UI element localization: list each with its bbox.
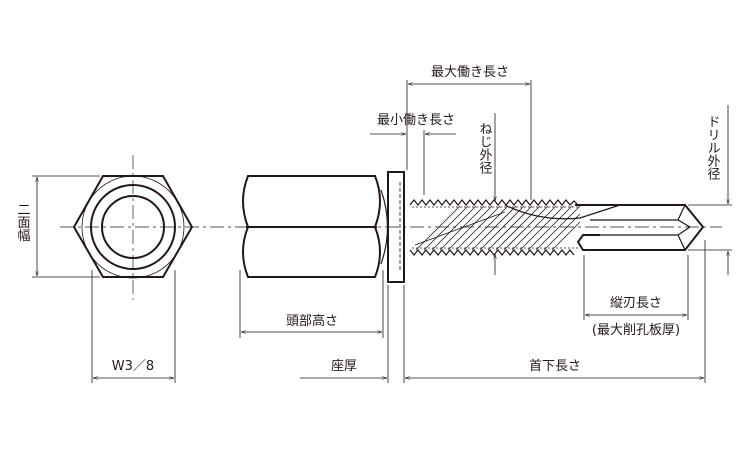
hex-front-view [72,175,194,279]
min-working-length-label: 最小働き長さ [377,113,455,128]
length-under-head-label: 首下長さ [529,359,581,374]
washer-thickness-label: 座厚 [331,359,357,374]
thread-outer-diameter-label: ねじ外径 [477,122,493,174]
width-across-flats-dimension [32,175,100,278]
drill-point [575,204,705,251]
head-height-label: 頭部高さ [286,313,338,329]
flute-length-label: 縦刃長さ [610,296,662,311]
drill-outer-diameter-label: ドリル外径 [705,115,721,180]
width-across-flats-label: 二面幅 [15,203,31,243]
hex-head-side-view [242,171,405,283]
screw-thread [409,199,621,256]
max-drilling-thickness-label: (最大削孔板厚) [592,323,680,338]
max-working-length-label: 最大働き長さ [431,65,509,80]
thread-size-label: W3／8 [112,359,154,374]
